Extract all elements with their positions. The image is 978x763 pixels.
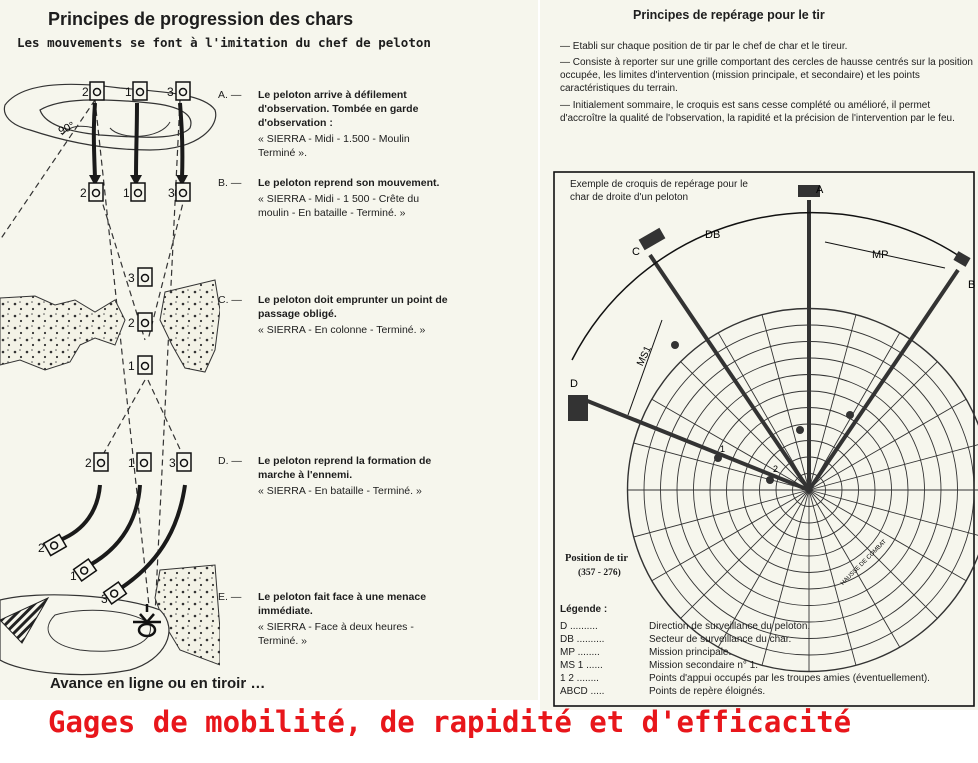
svg-text:2: 2 — [128, 316, 135, 330]
label-a: A — [816, 184, 824, 196]
terrain-rocks-left — [0, 295, 126, 371]
mp-arrow — [824, 241, 946, 269]
svg-text:1: 1 — [123, 186, 130, 200]
terrain-rocks-right — [159, 279, 220, 373]
step-b-order: « SIERRA - Midi - 1 500 - Crête du mouli… — [258, 193, 420, 219]
step-d-letter: D. — — [218, 455, 242, 467]
step-b-letter: B. — — [218, 177, 242, 189]
svg-text:2: 2 — [80, 186, 87, 200]
terrain-rocks-bottom-right — [154, 564, 220, 666]
svg-text:3: 3 — [101, 592, 108, 606]
ms1-arrow — [627, 319, 663, 416]
label-point-1: 1 — [720, 444, 725, 454]
label-db: DB — [705, 229, 720, 241]
threat-arrow-icon — [0, 596, 50, 644]
reperage-bullet-2: — Consiste à reporter sur une grille com… — [560, 57, 973, 94]
observation-arc — [109, 121, 171, 137]
svg-text:3: 3 — [128, 271, 135, 285]
reperage-sketch: A B C D DB MP MS1 HAUSSE DE COMBAT 1 2 — [553, 171, 978, 707]
tank-icons — [42, 81, 192, 605]
svg-text:3: 3 — [169, 456, 176, 470]
step-e-heading: Le peloton fait face à une menace immédi… — [258, 591, 427, 617]
svg-text:1: 1 — [128, 359, 135, 373]
progression-caption: Avance en ligne ou en tiroir … — [50, 675, 266, 692]
step-a-order: « SIERRA - Midi - 1.500 - Moulin Terminé… — [258, 133, 410, 159]
label-b: B — [968, 279, 975, 291]
progression-subtitle: Les mouvements se font à l'imitation du … — [17, 35, 431, 50]
svg-text:2: 2 — [85, 456, 92, 470]
legend-title: Légende : — [560, 604, 608, 615]
progression-title: Principes de progression des chars — [48, 9, 354, 29]
svg-text:2: 2 — [38, 541, 45, 555]
sketch-caption: Exemple de croquis de repérage pour le c… — [570, 179, 748, 203]
polar-grid — [626, 307, 978, 673]
step-c-heading: Le peloton doit emprunter un point de pa… — [258, 294, 448, 320]
svg-text:3: 3 — [167, 85, 174, 99]
step-b-heading: Le peloton reprend son mouvement. — [258, 177, 440, 189]
progression-diagram: 90° — [0, 81, 220, 676]
sketch-landmarks — [568, 185, 971, 484]
step-e-letter: E. — — [218, 591, 242, 603]
step-d-heading: Le peloton reprend la formation de march… — [258, 455, 432, 481]
svg-text:1: 1 — [70, 569, 77, 583]
svg-text:3: 3 — [168, 186, 175, 200]
step-a-heading: Le peloton arrive à défilement d'observa… — [258, 89, 419, 129]
label-d: D — [570, 378, 578, 390]
step-e-order: « SIERRA - Face à deux heures - Terminé.… — [258, 621, 414, 647]
terrain-lake — [0, 594, 170, 676]
label-mp: MP — [872, 249, 889, 261]
progression-panel — [0, 0, 538, 700]
angle-label: 90° — [57, 120, 77, 138]
step-c-order: « SIERRA - En colonne - Terminé. » — [258, 324, 426, 336]
svg-text:1: 1 — [125, 85, 132, 99]
svg-text:1: 1 — [128, 456, 135, 470]
db-sector-arc — [571, 211, 969, 361]
footer-slogan: Gages de mobilité, de rapidité et d'effi… — [48, 705, 852, 739]
step-a-letter: A. — — [218, 89, 242, 101]
angle-arc — [61, 125, 96, 136]
label-point-2: 2 — [773, 464, 778, 474]
label-c: C — [632, 246, 640, 258]
label-ms1: MS1 — [635, 344, 654, 368]
enemy-symbol-icon — [133, 604, 161, 638]
reperage-title: Principes de repérage pour le tir — [633, 8, 825, 22]
step-c-letter: C. — — [218, 294, 242, 306]
sketch-rays — [584, 200, 960, 492]
movement-arrows — [59, 102, 187, 592]
reperage-bullet-3: — Initialement sommaire, le croquis est … — [560, 100, 955, 124]
reperage-bullet-1: — Etabli sur chaque position de tir par … — [560, 41, 848, 52]
step-d-order: « SIERRA - En bataille - Terminé. » — [258, 485, 422, 497]
position-label: Position de tir — [565, 553, 628, 564]
tank-numbers: 2 1 3 2 1 3 3 2 1 2 1 3 2 1 3 — [38, 85, 176, 606]
position-value: (357 - 276) — [578, 568, 621, 578]
svg-text:2: 2 — [82, 85, 89, 99]
terrain-lake-inner — [47, 609, 151, 652]
reperage-panel — [540, 0, 978, 710]
